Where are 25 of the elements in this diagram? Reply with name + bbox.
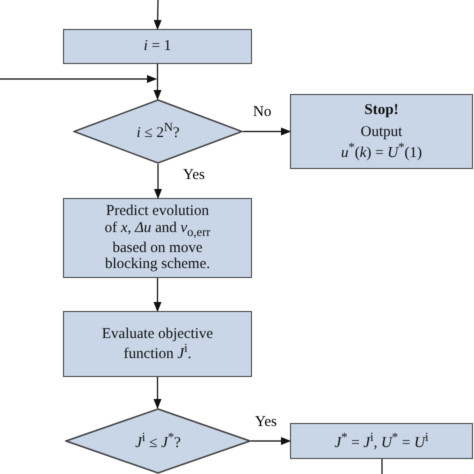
node-text: u$^{*}$(k) = U$^{*}$(1) xyxy=(341,140,422,162)
arrow xyxy=(154,64,162,100)
arrow xyxy=(154,278,162,312)
node-text: J$^{*}$ = J$^{i}$, U$^{*}$ = U$^{i}$ xyxy=(334,430,428,452)
node-text: Predict evolution of x, Δu and v$_{o,err}$ based on move blocking scheme. xyxy=(104,203,212,273)
process-box xyxy=(63,311,252,377)
arrow xyxy=(243,128,291,136)
arrow xyxy=(154,164,162,199)
process-box xyxy=(63,198,252,278)
node-text: i = 1 xyxy=(144,38,172,55)
decision-diamond xyxy=(65,408,251,474)
connector-line xyxy=(381,459,383,474)
process-box xyxy=(290,94,473,169)
arrow xyxy=(154,377,162,409)
decision-diamond xyxy=(73,99,243,164)
arrow xyxy=(251,437,291,445)
node-text: J$^{i}$ ≤ J$^{*}$? xyxy=(135,430,181,452)
arrow xyxy=(0,75,157,83)
node-text: i ≤ 2$^{N}$? xyxy=(136,121,180,142)
arrow xyxy=(154,0,162,30)
node-text: Output xyxy=(360,124,402,141)
node-text: Stop! xyxy=(364,102,399,118)
process-box xyxy=(290,423,473,459)
node-text: Evaluate objective function J$^{i}$. xyxy=(100,326,214,362)
process-box xyxy=(63,29,252,64)
